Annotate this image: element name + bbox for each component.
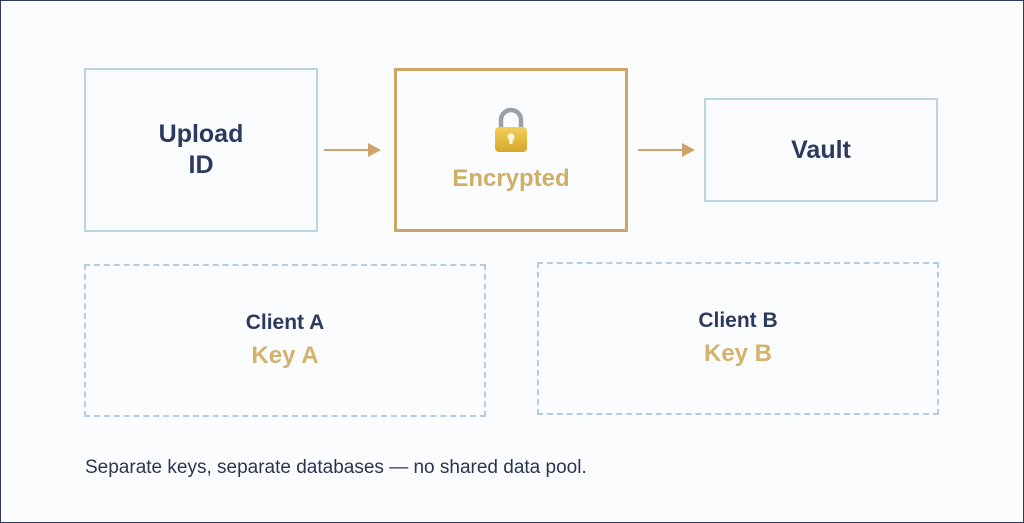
arrow-encrypted-to-vault bbox=[638, 143, 695, 157]
caption-text: Separate keys, separate databases — no s… bbox=[85, 457, 587, 478]
client-b-key: Key B bbox=[703, 339, 773, 367]
upload-id-box: Upload ID bbox=[84, 68, 318, 232]
arrow-upload-to-encrypted bbox=[324, 143, 381, 157]
lock-icon bbox=[495, 107, 527, 152]
encrypted-box: Encrypted bbox=[394, 68, 628, 232]
vault-box: Vault bbox=[704, 98, 938, 202]
client-a-name: Client A bbox=[245, 310, 325, 334]
upload-label-line1: Upload bbox=[158, 120, 244, 148]
upload-label-line2: ID bbox=[188, 151, 214, 179]
client-a-box: Client A Key A bbox=[84, 264, 486, 417]
encrypted-label: Encrypted bbox=[452, 165, 570, 192]
client-a-key: Key A bbox=[251, 341, 319, 369]
client-b-box: Client B Key B bbox=[537, 262, 939, 415]
vault-label: Vault bbox=[791, 135, 851, 164]
client-b-name: Client B bbox=[698, 308, 778, 332]
